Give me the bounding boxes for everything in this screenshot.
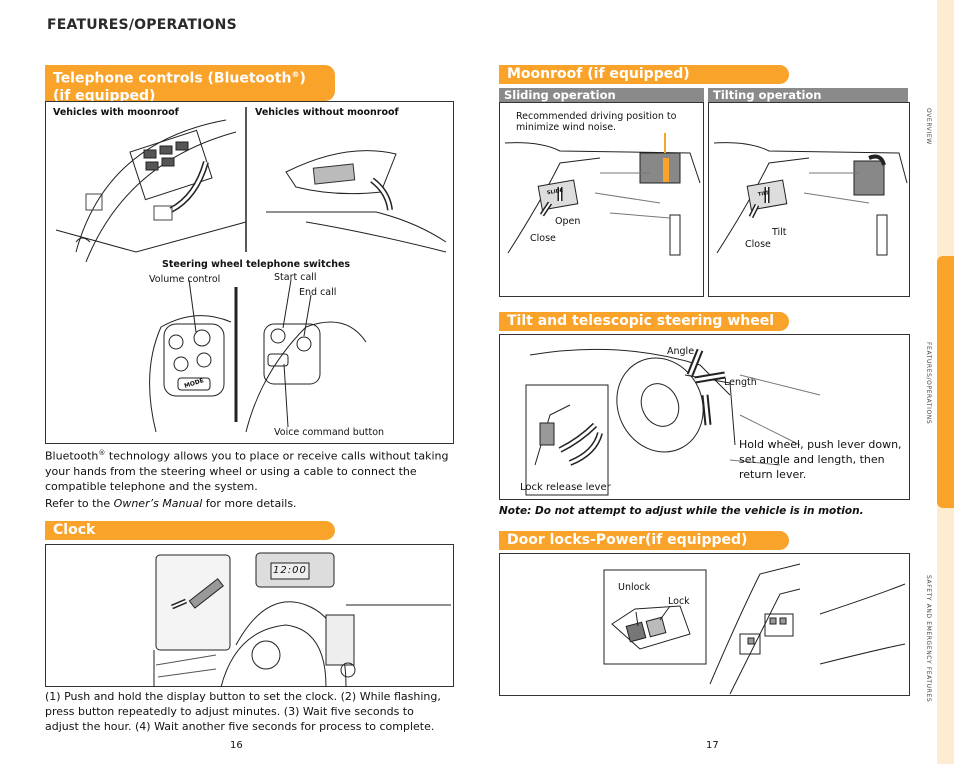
label-unlock: Unlock xyxy=(618,582,651,593)
sidebar-tab-features[interactable]: FEATURES/OPERATIONS xyxy=(925,342,932,425)
page-header: FEATURES/OPERATIONS xyxy=(47,17,237,33)
page-number-left: 16 xyxy=(230,740,243,751)
telephone-figure: Vehicles with moonroof Vehicles without … xyxy=(45,101,454,444)
owners-manual-italic: Owner’s Manual xyxy=(113,497,203,510)
telephone-title-end: ) xyxy=(299,70,306,87)
tilting-subhead: Tilting operation xyxy=(708,88,908,102)
clock-illustration xyxy=(153,552,451,688)
sliding-figure: Recommended driving position to minimize… xyxy=(499,102,704,297)
label-length: Length xyxy=(724,377,757,388)
clock-description: (1) Push and hold the display button to … xyxy=(45,690,441,733)
telephone-title-line2: (if equipped) xyxy=(53,87,156,104)
bluetooth-word: Bluetooth xyxy=(45,449,99,463)
doorlocks-figure: Unlock Lock xyxy=(499,553,910,696)
telephone-title-text: Telephone controls (Bluetooth xyxy=(53,70,292,87)
telephone-illustration xyxy=(55,107,447,433)
label-tilt: Tilt xyxy=(772,227,787,238)
label-start-call: Start call xyxy=(274,272,317,283)
ref-text-a: Refer to the xyxy=(45,497,114,510)
switches-title: Steering wheel telephone switches xyxy=(162,259,351,270)
steering-figure: Angle Length Hold wheel, push lever down… xyxy=(499,334,910,500)
clock-figure: 12:00 xyxy=(45,544,454,688)
recommended-position: Recommended driving position to minimize… xyxy=(516,111,677,133)
sliding-subhead: Sliding operation xyxy=(499,88,704,102)
clock-section-title: Clock xyxy=(45,521,335,540)
clock-display[interactable]: 12:00 xyxy=(273,565,307,576)
label-volume-control: Volume control xyxy=(149,274,221,285)
bluetooth-desc: technology allows you to place or receiv… xyxy=(45,449,449,493)
tilting-illustration xyxy=(713,142,908,256)
page-number-right: 17 xyxy=(706,740,719,751)
steering-section-title: Tilt and telescopic steering wheel xyxy=(499,312,789,331)
telephone-title-reg: ® xyxy=(291,70,300,79)
label-open: Open xyxy=(555,216,581,227)
label-end-call: End call xyxy=(299,287,337,298)
doorlocks-section-title: Door locks-Power(if equipped) xyxy=(499,531,789,550)
label-close-tilt: Close xyxy=(745,239,771,250)
sidebar-tab-active[interactable] xyxy=(937,256,954,508)
doorlocks-illustration xyxy=(603,563,906,695)
sliding-illustration xyxy=(504,133,701,256)
telephone-section-title: Telephone controls (Bluetooth®) (if equi… xyxy=(45,65,335,104)
label-with-moonroof: Vehicles with moonroof xyxy=(53,107,179,118)
label-lock: Lock xyxy=(668,596,690,607)
tilting-figure: Tilt Close TILT xyxy=(708,102,910,297)
sidebar-tab-safety[interactable]: SAFETY AND EMERGENCY FEATURES xyxy=(925,575,932,703)
owners-manual-ref: Refer to the Owner’s Manual for more det… xyxy=(45,496,297,511)
label-without-moonroof: Vehicles without moonroof xyxy=(255,107,399,118)
steering-note: Note: Do not attempt to adjust while the… xyxy=(499,505,864,517)
ref-text-b: for more details. xyxy=(202,497,297,510)
sidebar-tab-overview[interactable]: OVERVIEW xyxy=(925,108,932,145)
telephone-description: Bluetooth® technology allows you to plac… xyxy=(45,446,450,494)
steering-instructions: Hold wheel, push lever down, set angle a… xyxy=(739,438,902,481)
label-lock-release: Lock release lever xyxy=(520,482,611,493)
label-angle: Angle xyxy=(667,346,695,357)
steering-illustration xyxy=(525,348,821,496)
moonroof-section-title: Moonroof (if equipped) xyxy=(499,65,789,84)
label-voice-command: Voice command button xyxy=(274,427,385,438)
label-close-slide: Close xyxy=(530,233,556,244)
bluetooth-reg: ® xyxy=(98,449,106,457)
